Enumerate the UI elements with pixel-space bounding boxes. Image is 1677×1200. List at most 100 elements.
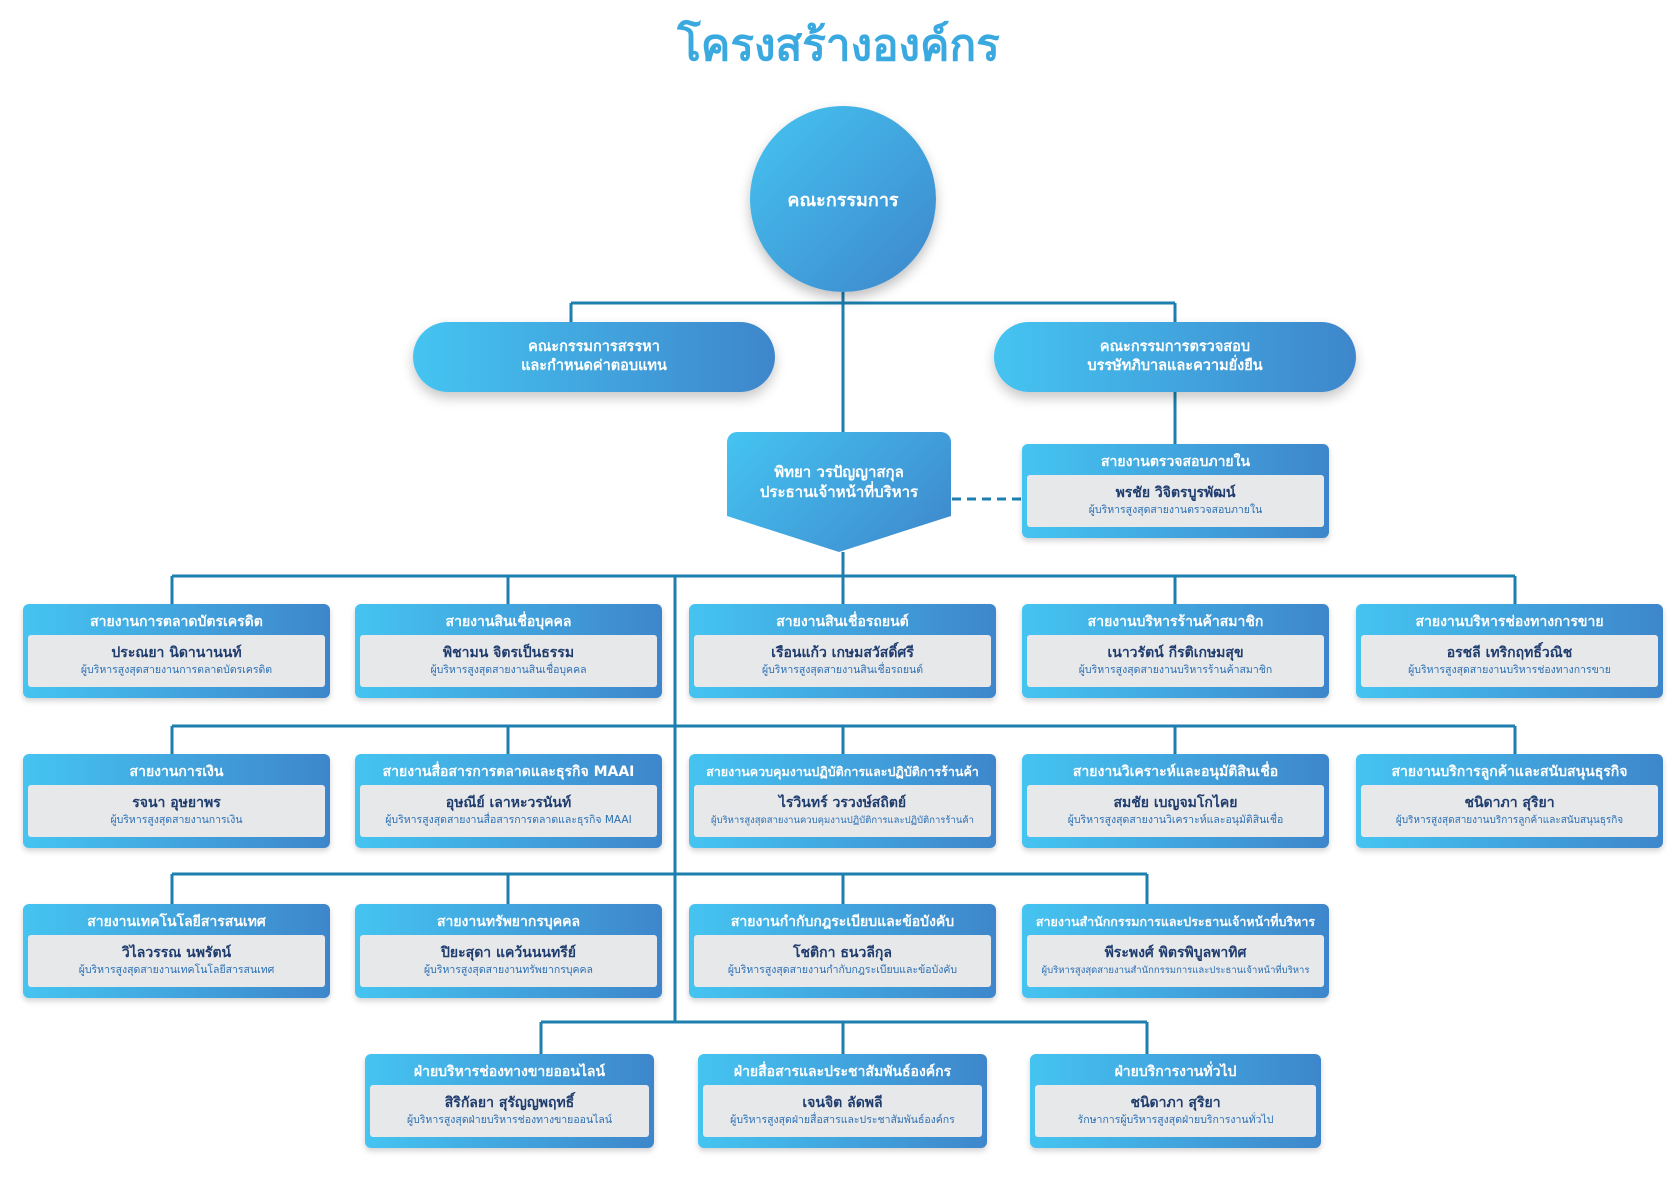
person-card: ไรวินทร์ วรวงษ์สถิตย์ ผู้บริหารสูงสุดสาย… xyxy=(694,785,991,837)
unit-node: สายงานกำกับกฎระเบียบและข้อบังคับ โชติกา … xyxy=(689,904,996,998)
person-position: ผู้บริหารสูงสุดสายงานการเงิน xyxy=(110,814,243,826)
dept-label: สายงานควบคุมงานปฏิบัติการและปฏิบัติการร้… xyxy=(706,764,979,779)
person-name: โชติกา ธนวลีกุล xyxy=(793,945,892,961)
person-name: ชนิดาภา สุริยา xyxy=(1130,1095,1221,1111)
person-card: อรชลี เทริกฤทธิ์วณิช ผู้บริหารสูงสุดสายง… xyxy=(1361,635,1658,687)
person-position: ผู้บริหารสูงสุดสายงานบริหารช่องทางการขาย xyxy=(1408,664,1611,676)
person-card: เจนจิต ลัดพลี ผู้บริหารสูงสุดฝ่ายสื่อสาร… xyxy=(703,1085,982,1137)
person-card: สมชัย เบญจมโกไคย ผู้บริหารสูงสุดสายงานวิ… xyxy=(1027,785,1324,837)
dept-label: สายงานทรัพยากรบุคคล xyxy=(436,914,581,930)
unit-node: สายงานการตลาดบัตรเครดิต ประณยา นิดานานนท… xyxy=(23,604,330,698)
person-position: ผู้บริหารสูงสุดฝ่ายสื่อสารและประชาสัมพัน… xyxy=(730,1114,955,1126)
committee-line2: บรรษัทภิบาลและความยั่งยืน xyxy=(1087,358,1263,374)
dept-label: สายงานเทคโนโลยีสารสนเทศ xyxy=(87,914,266,930)
person-card: สิริกัลยา สุรัญญพฤทธิ์ ผู้บริหารสูงสุดฝ่… xyxy=(370,1085,649,1137)
unit-node: สายงานเทคโนโลยีสารสนเทศ วิไลวรรณ นพรัตน์… xyxy=(23,904,330,998)
unit-node: สายงานสินเชื่อบุคคล พิชามน จิตรเป็นธรรม … xyxy=(355,604,662,698)
person-card: ปิยะสุดา แคว้นนนทรีย์ ผู้บริหารสูงสุดสาย… xyxy=(360,935,657,987)
person-position: ผู้บริหารสูงสุดสายงานควบคุมงานปฏิบัติการ… xyxy=(710,815,975,826)
unit-node: สายงานควบคุมงานปฏิบัติการและปฏิบัติการร้… xyxy=(689,754,996,848)
person-name: พิชามน จิตรเป็นธรรม xyxy=(442,645,575,661)
person-card: รจนา อุษยาพร ผู้บริหารสูงสุดสายงานการเงิ… xyxy=(28,785,325,837)
person-name: เนาวรัตน์ กีรติเกษมสุข xyxy=(1107,645,1244,661)
person-card: ชนิดาภา สุริยา ผู้บริหารสูงสุดสายงานบริก… xyxy=(1361,785,1658,837)
person-position: ผู้บริหารสูงสุดสายงานบริหารร้านค้าสมาชิก xyxy=(1078,664,1273,676)
dept-label: สายงานบริการลูกค้าและสนับสนุนธุรกิจ xyxy=(1391,764,1628,780)
person-card: พิชามน จิตรเป็นธรรม ผู้บริหารสูงสุดสายงา… xyxy=(360,635,657,687)
dept-label: ฝ่ายสื่อสารและประชาสัมพันธ์องค์กร xyxy=(733,1064,952,1080)
person-name: สมชัย เบญจมโกไคย xyxy=(1113,795,1238,811)
dept-label: สายงานบริหารช่องทางการขาย xyxy=(1415,614,1604,630)
audit-committee-node: คณะกรรมการตรวจสอบ บรรษัทภิบาลและความยั่ง… xyxy=(994,322,1356,392)
dept-label: ฝ่ายบริการงานทั่วไป xyxy=(1114,1064,1237,1080)
unit-node: สายงานสำนักกรรมการและประธานเจ้าหน้าที่บร… xyxy=(1022,904,1329,998)
person-card: เนาวรัตน์ กีรติเกษมสุข ผู้บริหารสูงสุดสา… xyxy=(1027,635,1324,687)
dept-label: สายงานสื่อสารการตลาดและธุรกิจ MAAI xyxy=(382,764,635,780)
dept-label: สายงานสินเชื่อรถยนต์ xyxy=(776,614,909,630)
person-name: พรชัย วิจิตรบูรพัฒน์ xyxy=(1115,485,1236,501)
dept-label: สายงานสินเชื่อบุคคล xyxy=(445,614,572,630)
person-position: ผู้บริหารสูงสุดสายงานทรัพยากรบุคคล xyxy=(423,964,593,976)
person-position: ผู้บริหารสูงสุดฝ่ายบริหารช่องทางขายออนไล… xyxy=(406,1114,613,1126)
unit-node: สายงานบริหารช่องทางการขาย อรชลี เทริกฤทธ… xyxy=(1356,604,1663,698)
person-position: ผู้บริหารสูงสุดสายงานสื่อสารการตลาดและธุ… xyxy=(385,814,632,826)
ceo-name: พิทยา วรปัญญาสกุล xyxy=(774,463,904,481)
person-position: ผู้บริหารสูงสุดสายงานสินเชื่อบุคคล xyxy=(430,664,587,676)
person-position: ผู้บริหารสูงสุดสายงานวิเคราะห์และอนุมัติ… xyxy=(1067,814,1284,826)
person-card: พรชัย วิจิตรบูรพัฒน์ ผู้บริหารสูงสุดสายง… xyxy=(1027,475,1324,527)
dept-label: สายงานกำกับกฎระเบียบและข้อบังคับ xyxy=(730,914,955,930)
dept-label: สายงานการเงิน xyxy=(129,764,224,780)
person-name: วิไลวรรณ นพรัตน์ xyxy=(121,945,232,961)
unit-node: ฝ่ายบริหารช่องทางขายออนไลน์ สิริกัลยา สุ… xyxy=(365,1054,654,1148)
unit-node: สายงานทรัพยากรบุคคล ปิยะสุดา แคว้นนนทรีย… xyxy=(355,904,662,998)
board-node: คณะกรรมการ xyxy=(750,106,936,292)
person-position: รักษาการผู้บริหารสูงสุดฝ่ายบริการงานทั่ว… xyxy=(1077,1114,1274,1126)
person-card: ประณยา นิดานานนท์ ผู้บริหารสูงสุดสายงานก… xyxy=(28,635,325,687)
person-name: ไรวินทร์ วรวงษ์สถิตย์ xyxy=(778,795,907,811)
person-position: ผู้บริหารสูงสุดสายงานการตลาดบัตรเครดิต xyxy=(80,664,273,676)
person-card: ชนิดาภา สุริยา รักษาการผู้บริหารสูงสุดฝ่… xyxy=(1035,1085,1316,1137)
nomination-committee-node: คณะกรรมการสรรหา และกำหนดค่าตอบแทน xyxy=(413,322,775,392)
unit-node: สายงานสินเชื่อรถยนต์ เรือนแก้ว เกษมสวัสด… xyxy=(689,604,996,698)
person-card: อุษณีย์ เลาหะวรนันท์ ผู้บริหารสูงสุดสายง… xyxy=(360,785,657,837)
person-card: เรือนแก้ว เกษมสวัสดิ์ศรี ผู้บริหารสูงสุด… xyxy=(694,635,991,687)
person-card: พีระพงศ์ พิตรพิบูลพาทิศ ผู้บริหารสูงสุดส… xyxy=(1027,935,1324,987)
person-position: ผู้บริหารสูงสุดสายงานสินเชื่อรถยนต์ xyxy=(761,664,924,676)
internal-audit-node: สายงานตรวจสอบภายใน พรชัย วิจิตรบูรพัฒน์ … xyxy=(1022,444,1329,538)
person-name: ประณยา นิดานานนท์ xyxy=(111,645,242,661)
dept-label: สายงานวิเคราะห์และอนุมัติสินเชื่อ xyxy=(1072,764,1279,780)
person-name: ชนิดาภา สุริยา xyxy=(1464,795,1555,811)
person-position: ผู้บริหารสูงสุดสายงานสำนักกรรมการและประธ… xyxy=(1041,965,1310,976)
unit-node: สายงานบริหารร้านค้าสมาชิก เนาวรัตน์ กีรต… xyxy=(1022,604,1329,698)
person-name: พีระพงศ์ พิตรพิบูลพาทิศ xyxy=(1104,945,1247,961)
committee-line2: และกำหนดค่าตอบแทน xyxy=(521,358,667,374)
person-position: ผู้บริหารสูงสุดสายงานบริการลูกค้าและสนับ… xyxy=(1395,815,1624,826)
person-name: รจนา อุษยาพร xyxy=(132,795,221,811)
person-name: ปิยะสุดา แคว้นนนทรีย์ xyxy=(441,945,576,961)
dept-label: สายงานการตลาดบัตรเครดิต xyxy=(90,614,263,630)
person-name: สิริกัลยา สุรัญญพฤทธิ์ xyxy=(444,1095,575,1111)
unit-node: สายงานสื่อสารการตลาดและธุรกิจ MAAI อุษณี… xyxy=(355,754,662,848)
unit-node: สายงานวิเคราะห์และอนุมัติสินเชื่อ สมชัย … xyxy=(1022,754,1329,848)
dept-label: ฝ่ายบริหารช่องทางขายออนไลน์ xyxy=(413,1064,606,1080)
person-name: เจนจิต ลัดพลี xyxy=(802,1095,883,1111)
person-name: อุษณีย์ เลาหะวรนันท์ xyxy=(445,795,572,811)
board-label: คณะกรรมการ xyxy=(787,189,899,211)
person-card: วิไลวรรณ นพรัตน์ ผู้บริหารสูงสุดสายงานเท… xyxy=(28,935,325,987)
ceo-title: ประธานเจ้าหน้าที่บริหาร xyxy=(759,483,919,501)
person-name: อรชลี เทริกฤทธิ์วณิช xyxy=(1446,645,1573,661)
committee-line1: คณะกรรมการสรรหา xyxy=(528,339,660,355)
person-position: ผู้บริหารสูงสุดสายงานกำกับกฎระเบียบและข้… xyxy=(727,964,958,976)
person-position: ผู้บริหารสูงสุดสายงานตรวจสอบภายใน xyxy=(1088,504,1263,516)
committee-line1: คณะกรรมการตรวจสอบ xyxy=(1099,339,1251,355)
unit-node: สายงานบริการลูกค้าและสนับสนุนธุรกิจ ชนิด… xyxy=(1356,754,1663,848)
person-card: โชติกา ธนวลีกุล ผู้บริหารสูงสุดสายงานกำก… xyxy=(694,935,991,987)
person-position: ผู้บริหารสูงสุดสายงานเทคโนโลยีสารสนเทศ xyxy=(78,964,275,976)
unit-node: ฝ่ายบริการงานทั่วไป ชนิดาภา สุริยา รักษา… xyxy=(1030,1054,1321,1148)
dept-label: สายงานบริหารร้านค้าสมาชิก xyxy=(1087,614,1264,630)
dept-label: สายงานสำนักกรรมการและประธานเจ้าหน้าที่บร… xyxy=(1035,914,1316,929)
person-name: เรือนแก้ว เกษมสวัสดิ์ศรี xyxy=(771,645,914,661)
unit-node: ฝ่ายสื่อสารและประชาสัมพันธ์องค์กร เจนจิต… xyxy=(698,1054,987,1148)
unit-node: สายงานการเงิน รจนา อุษยาพร ผู้บริหารสูงส… xyxy=(23,754,330,848)
